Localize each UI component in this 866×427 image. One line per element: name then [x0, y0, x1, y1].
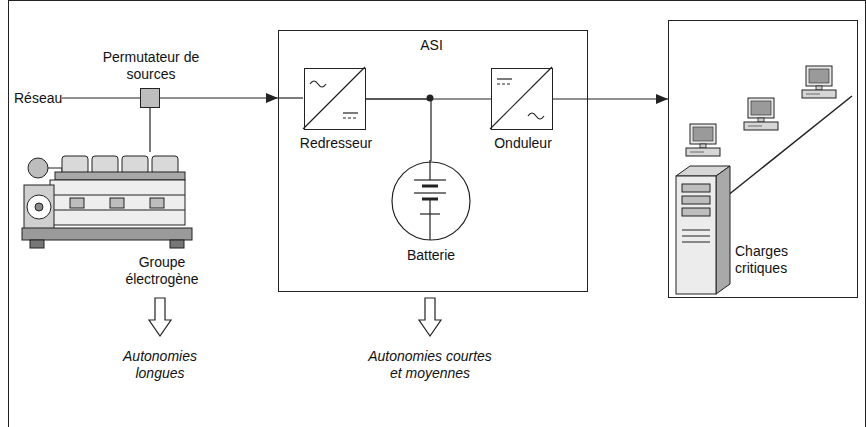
connector [553, 98, 668, 99]
input-wire [278, 97, 303, 98]
inverter-symbol [528, 113, 544, 119]
autonomy-note: Autonomies longues [110, 348, 210, 382]
loads-illustration [686, 124, 720, 156]
rectifier-symbol [303, 67, 365, 129]
generator-illustration [150, 198, 164, 208]
circle-outline [392, 162, 470, 240]
loads-illustration [722, 96, 852, 200]
junction-dot [427, 95, 434, 102]
generator-illustration [55, 172, 185, 180]
loads-illustration [682, 208, 710, 216]
generator-illustration [30, 240, 44, 248]
battery-circle: Batterie [391, 161, 471, 241]
generator-illustration [50, 210, 185, 211]
generator-illustration [50, 195, 185, 196]
source-switch: Permutateur de sources [140, 88, 160, 108]
battery-symbol [429, 199, 430, 214]
loads-illustration [682, 242, 710, 243]
mains-wire [62, 97, 140, 98]
hollow-arrow [419, 298, 441, 336]
generator-illustration [27, 195, 51, 219]
battery-symbol [414, 160, 446, 240]
generator-illustration [22, 156, 192, 248]
hollow-arrow [149, 298, 171, 336]
battery-symbol [429, 160, 430, 180]
loads-label: Charges critiques [735, 243, 815, 277]
loads-box: Charges critiques [668, 20, 858, 298]
loads-illustration [682, 236, 710, 237]
loads-illustration [682, 230, 710, 231]
generator-illustration [152, 156, 178, 174]
generator-illustration [35, 203, 43, 211]
rectifier-box: Redresseur [304, 68, 366, 130]
inverter-symbol [490, 67, 552, 129]
circle-outline [391, 161, 471, 241]
generator-illustration [50, 180, 185, 225]
mains-label: Réseau [14, 90, 62, 107]
generator-illustration [122, 156, 148, 174]
loads-illustration [744, 98, 778, 130]
inverter-symbol [497, 78, 512, 79]
inverter-label: Onduleur [472, 135, 574, 152]
loads-illustration [676, 176, 716, 294]
rectifier-symbol [343, 112, 358, 113]
generator-label: Groupe électrogène [112, 254, 212, 288]
connector [160, 97, 278, 98]
inverter-symbol [490, 67, 552, 129]
inverter-symbol [497, 83, 512, 84]
connector [366, 99, 431, 161]
generator-illustration [170, 240, 184, 248]
generator-illustration [62, 156, 88, 174]
loads-illustration [682, 184, 710, 192]
rectifier-symbol [310, 81, 326, 87]
loads-illustration [716, 166, 730, 294]
loads-illustration [802, 66, 836, 98]
generator-illustration [24, 185, 54, 230]
generator-illustration [22, 228, 192, 240]
ups-box: ASIRedresseurBatterieOnduleur [278, 30, 588, 292]
generator-illustration [70, 198, 84, 208]
battery-symbol [414, 179, 446, 180]
ups-title: ASI [279, 37, 584, 54]
outer-frame [9, 1, 866, 427]
battery-label: Batterie [381, 247, 481, 264]
generator-set: Groupe électrogène [20, 152, 195, 250]
loads-illustration [682, 196, 710, 204]
generator-illustration [28, 158, 48, 178]
rectifier-symbol [303, 67, 365, 129]
connector [149, 108, 150, 152]
battery-symbol [429, 214, 430, 240]
battery-symbol [414, 192, 446, 193]
autonomy-note: Autonomies courtes et moyennes [366, 348, 494, 382]
generator-illustration [92, 156, 118, 174]
battery-symbol [422, 185, 438, 188]
generator-illustration [110, 198, 124, 208]
loads-illustration [676, 66, 852, 294]
inverter-box: Onduleur [491, 68, 553, 130]
switch-label: Permutateur de sources [101, 49, 201, 83]
rectifier-symbol [343, 117, 358, 118]
rectifier-label: Redresseur [285, 135, 387, 152]
